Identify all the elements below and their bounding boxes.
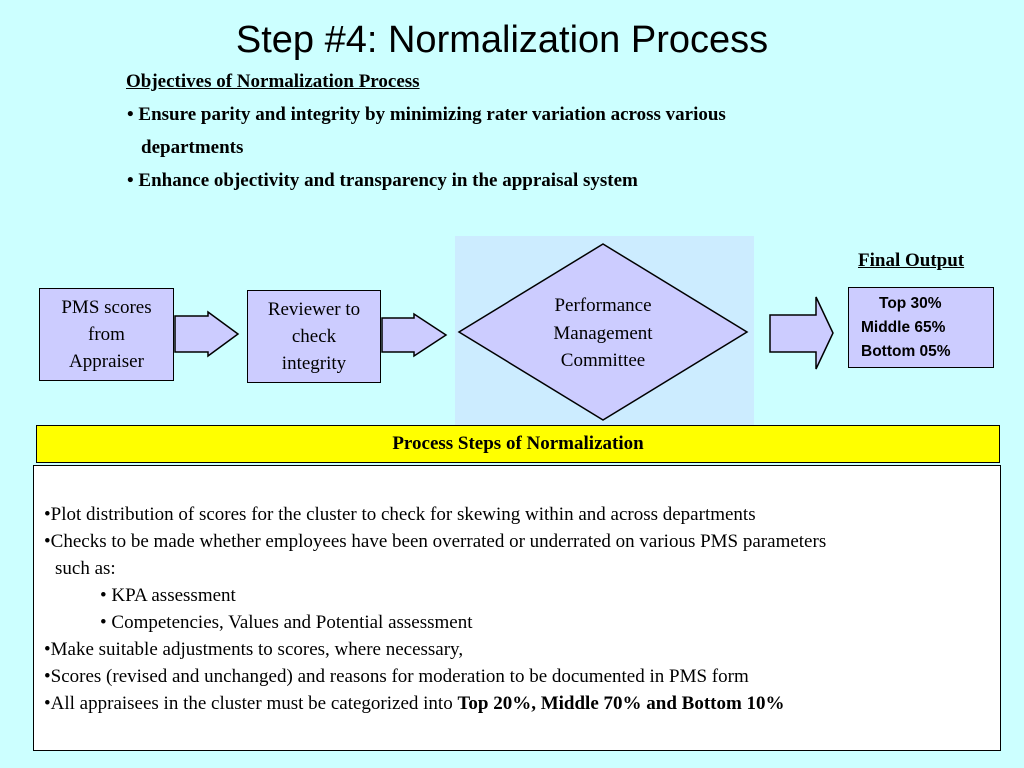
step-item-2-cont: such as: [55, 558, 116, 579]
final-output-label: Final Output [858, 250, 965, 271]
step-item-1: •Plot distribution of scores for the clu… [44, 504, 756, 525]
step-item-5-bold: Top 20%, Middle 70% and Bottom 10% [457, 693, 785, 714]
step-sub-item-2-text: Competencies, Values and Potential asses… [111, 612, 473, 633]
objectives-heading: Objectives of Normalization Process [126, 71, 420, 92]
step-item-1-text: Plot distribution of scores for the clus… [50, 504, 756, 525]
committee-line-1: Performance [554, 295, 652, 316]
pms-scores-line-2: from [88, 324, 125, 345]
step-sub-item-1-text: KPA assessment [111, 585, 236, 606]
step-item-4: •Scores (revised and unchanged) and reas… [44, 666, 749, 687]
page-title: Step #4: Normalization Process [235, 19, 769, 61]
process-steps-heading: Process Steps of Normalization [36, 425, 1000, 463]
final-output-middle: Middle 65% [861, 318, 946, 336]
step-item-5-text: All appraisees in the cluster must be ca… [50, 693, 458, 714]
reviewer-line-2: check [291, 326, 337, 347]
step-item-3: •Make suitable adjustments to scores, wh… [44, 639, 464, 660]
process-steps-box: •Plot distribution of scores for the clu… [33, 465, 1001, 751]
committee-line-3: Committee [560, 350, 646, 371]
committee-diamond [457, 243, 749, 421]
flow-arrow-2 [381, 312, 448, 358]
flow-arrow-1 [174, 310, 240, 358]
pms-scores-line-3: Appraiser [69, 351, 144, 372]
step-item-5: •All appraisees in the cluster must be c… [44, 693, 785, 714]
pms-scores-box: PMS scores from Appraiser [39, 288, 174, 381]
step-item-3-text: Make suitable adjustments to scores, whe… [50, 639, 464, 660]
step-sub-item-2: • Competencies, Values and Potential ass… [100, 612, 473, 633]
flow-arrow-3 [769, 296, 834, 370]
step-item-4-text: Scores (revised and unchanged) and reaso… [50, 666, 749, 687]
reviewer-line-1: Reviewer to [267, 299, 361, 320]
final-output-bottom: Bottom 05% [861, 342, 951, 360]
final-output-box: Top 30% Middle 65% Bottom 05% [848, 287, 994, 368]
committee-label: Performance Management Committee [518, 292, 688, 375]
committee-line-2: Management [553, 322, 653, 344]
step-item-2: •Checks to be made whether employees hav… [44, 531, 827, 552]
objective-bullet-2-text: Enhance objectivity and transparency in … [138, 170, 638, 191]
step-sub-item-1: • KPA assessment [100, 585, 236, 606]
reviewer-line-3: integrity [281, 353, 347, 374]
objective-bullet-1: • Ensure parity and integrity by minimiz… [127, 104, 726, 125]
step-item-2-text: Checks to be made whether employees have… [50, 531, 827, 552]
reviewer-box: Reviewer to check integrity [247, 290, 381, 383]
objective-bullet-1-cont: departments [141, 137, 244, 158]
objective-bullet-1-text: Ensure parity and integrity by minimizin… [138, 104, 726, 125]
final-output-top: Top 30% [879, 294, 942, 312]
objective-bullet-2: • Enhance objectivity and transparency i… [127, 170, 638, 191]
pms-scores-line-1: PMS scores [61, 297, 152, 318]
